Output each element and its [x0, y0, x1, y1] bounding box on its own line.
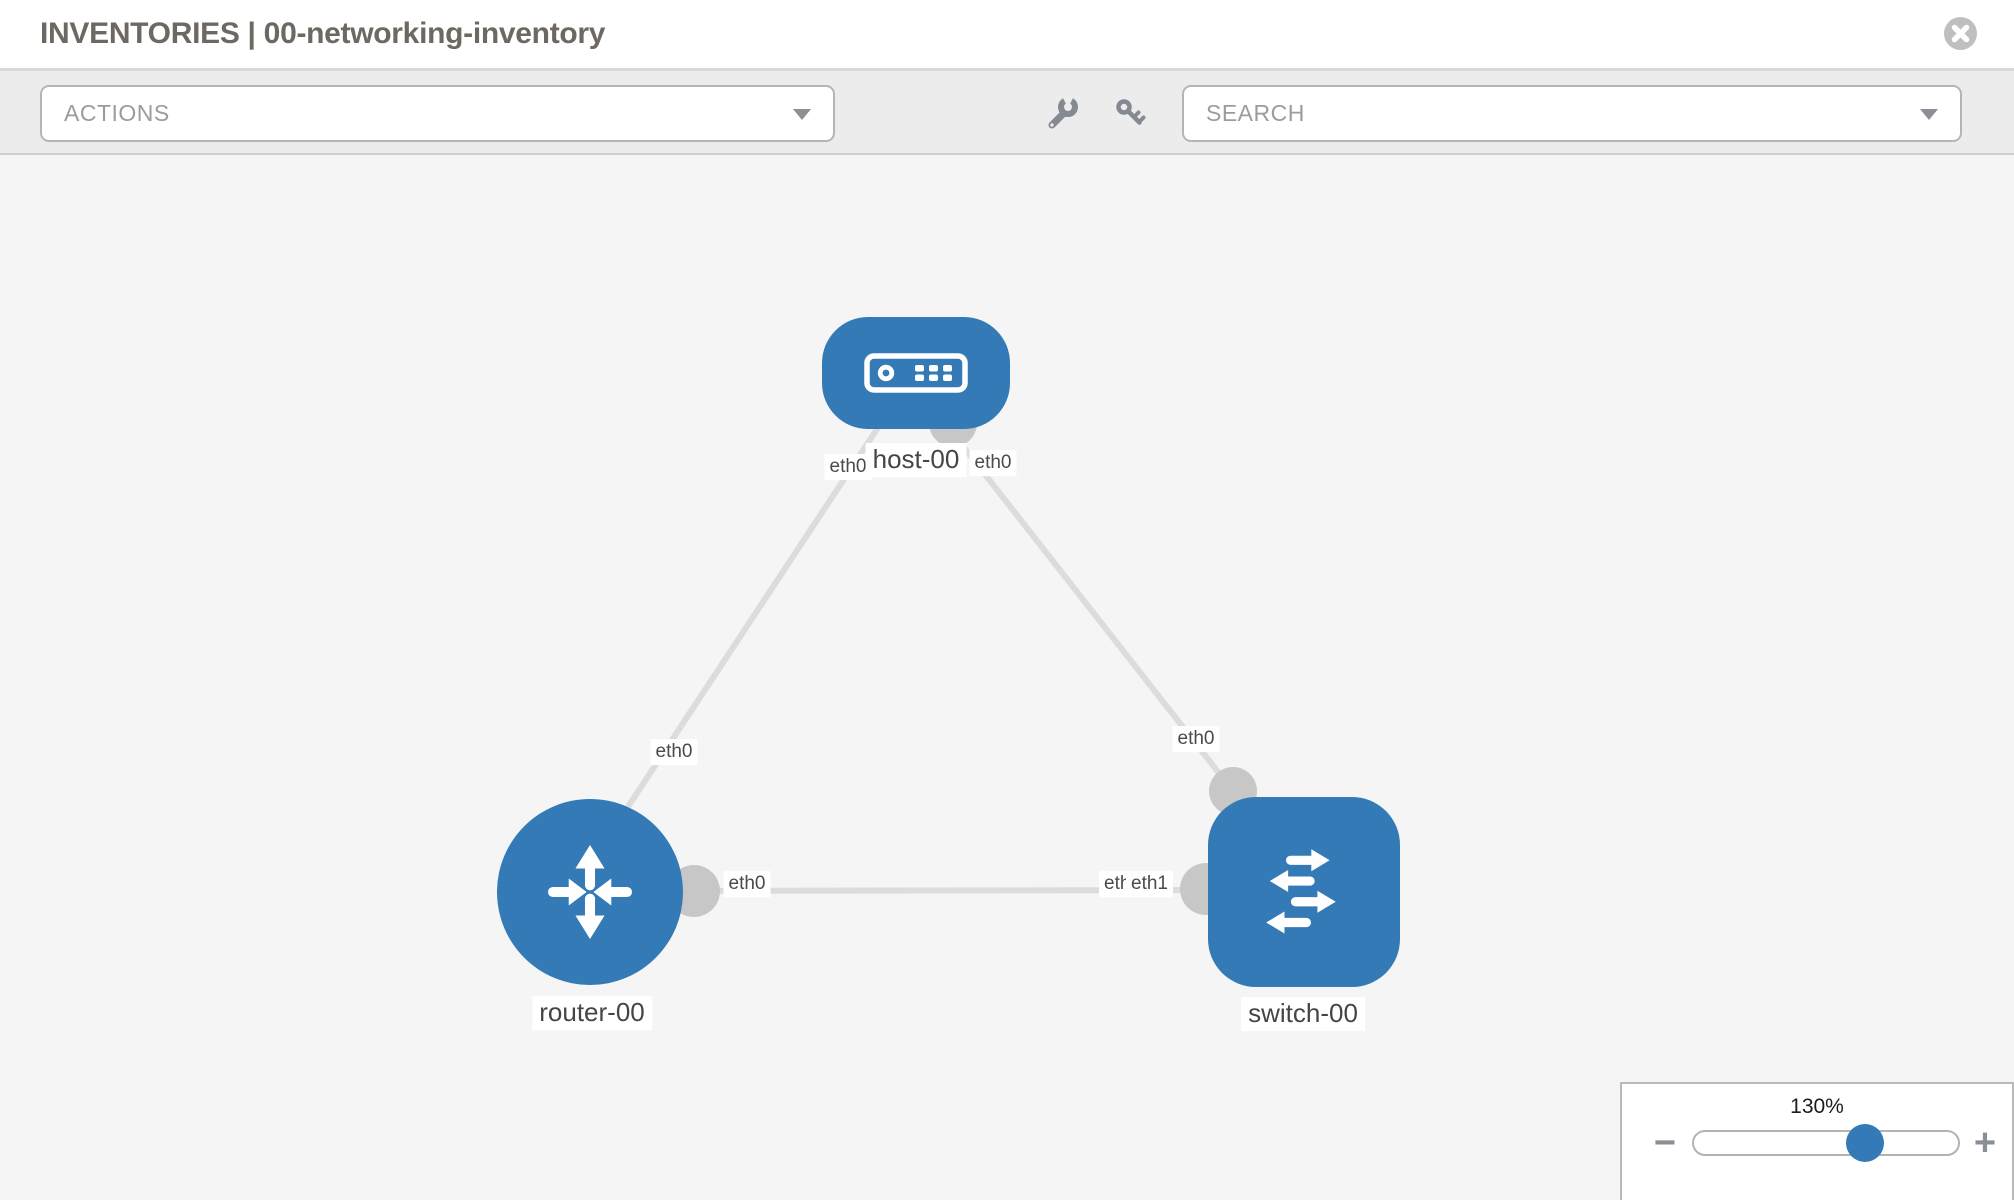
- zoom-control-panel: 130% − +: [1620, 1082, 2014, 1200]
- page-title: INVENTORIES | 00-networking-inventory: [40, 17, 606, 50]
- toolbar: ACTIONS SEARCH: [0, 71, 2014, 155]
- close-button[interactable]: [1944, 17, 1977, 50]
- interface-label: eth0: [1172, 726, 1220, 752]
- link-host-router: [605, 415, 888, 839]
- header: INVENTORIES | 00-networking-inventory: [0, 0, 2014, 71]
- actions-dropdown-value: ACTIONS: [64, 100, 170, 126]
- zoom-in-button[interactable]: +: [1973, 1122, 1997, 1164]
- interface-label: eth0: [650, 739, 698, 765]
- interface-label: eth0: [824, 454, 872, 480]
- configure-tools-button[interactable]: [1041, 91, 1085, 135]
- wrench-icon: [1048, 96, 1078, 129]
- caret-down-icon: [1920, 108, 1938, 120]
- node-label-switch: switch-00: [1241, 997, 1365, 1031]
- switch-arrows-icon: [1266, 849, 1336, 934]
- zoom-level-value: 130%: [1790, 1095, 1844, 1118]
- interface-label: eth1: [1126, 871, 1173, 897]
- credentials-button[interactable]: [1108, 91, 1152, 135]
- zoom-out-button[interactable]: −: [1653, 1122, 1677, 1164]
- topology-canvas[interactable]: host-00 router-00 switch-00 eth0 eth0 et…: [0, 155, 2014, 1200]
- host-device-icon: [864, 353, 968, 393]
- search-dropdown[interactable]: SEARCH: [1182, 85, 1962, 142]
- actions-dropdown[interactable]: ACTIONS: [40, 85, 835, 142]
- key-icon: [1116, 99, 1146, 125]
- node-host-00[interactable]: [822, 317, 1010, 429]
- node-router-00[interactable]: [497, 799, 683, 985]
- router-arrows-icon: [548, 844, 632, 940]
- x-circle-icon: [1944, 17, 1977, 50]
- node-label-host: host-00: [865, 443, 967, 477]
- node-label-router: router-00: [532, 996, 652, 1030]
- topology-links: [605, 415, 1236, 894]
- zoom-slider-thumb[interactable]: [1846, 1124, 1884, 1162]
- search-dropdown-value: SEARCH: [1206, 100, 1305, 126]
- interface-label: eth0: [969, 450, 1017, 476]
- zoom-slider-track[interactable]: [1692, 1130, 1960, 1156]
- node-switch-00[interactable]: [1208, 797, 1400, 987]
- caret-down-icon: [793, 108, 811, 120]
- interface-label: eth0: [723, 871, 771, 897]
